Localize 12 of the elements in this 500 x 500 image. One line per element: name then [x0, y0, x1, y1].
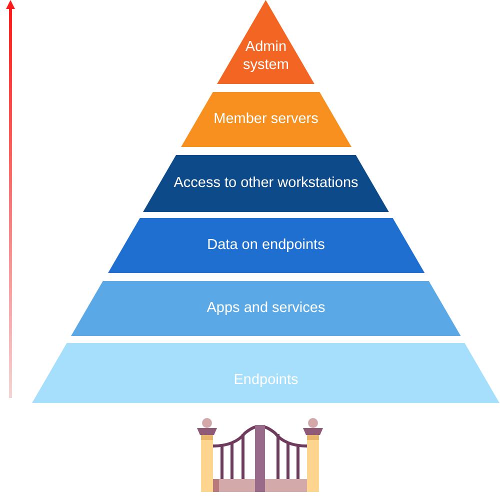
pyramid-layer — [180, 92, 352, 147]
pyramid-layer — [71, 281, 461, 336]
pyramid-layer — [143, 155, 389, 212]
pyramid-layer — [108, 218, 424, 273]
layer-label: Admin system — [242, 38, 290, 74]
layer-label: Access to other workstations — [174, 174, 358, 193]
layer-label: Endpoints — [234, 370, 298, 390]
layer-label: Data on endpoints — [207, 236, 325, 255]
pyramid-apex-triangle — [217, 0, 315, 84]
layer-label: Apps and services — [206, 299, 326, 318]
layer-label: Member servers — [214, 110, 318, 129]
pyramid-layer — [32, 343, 500, 403]
